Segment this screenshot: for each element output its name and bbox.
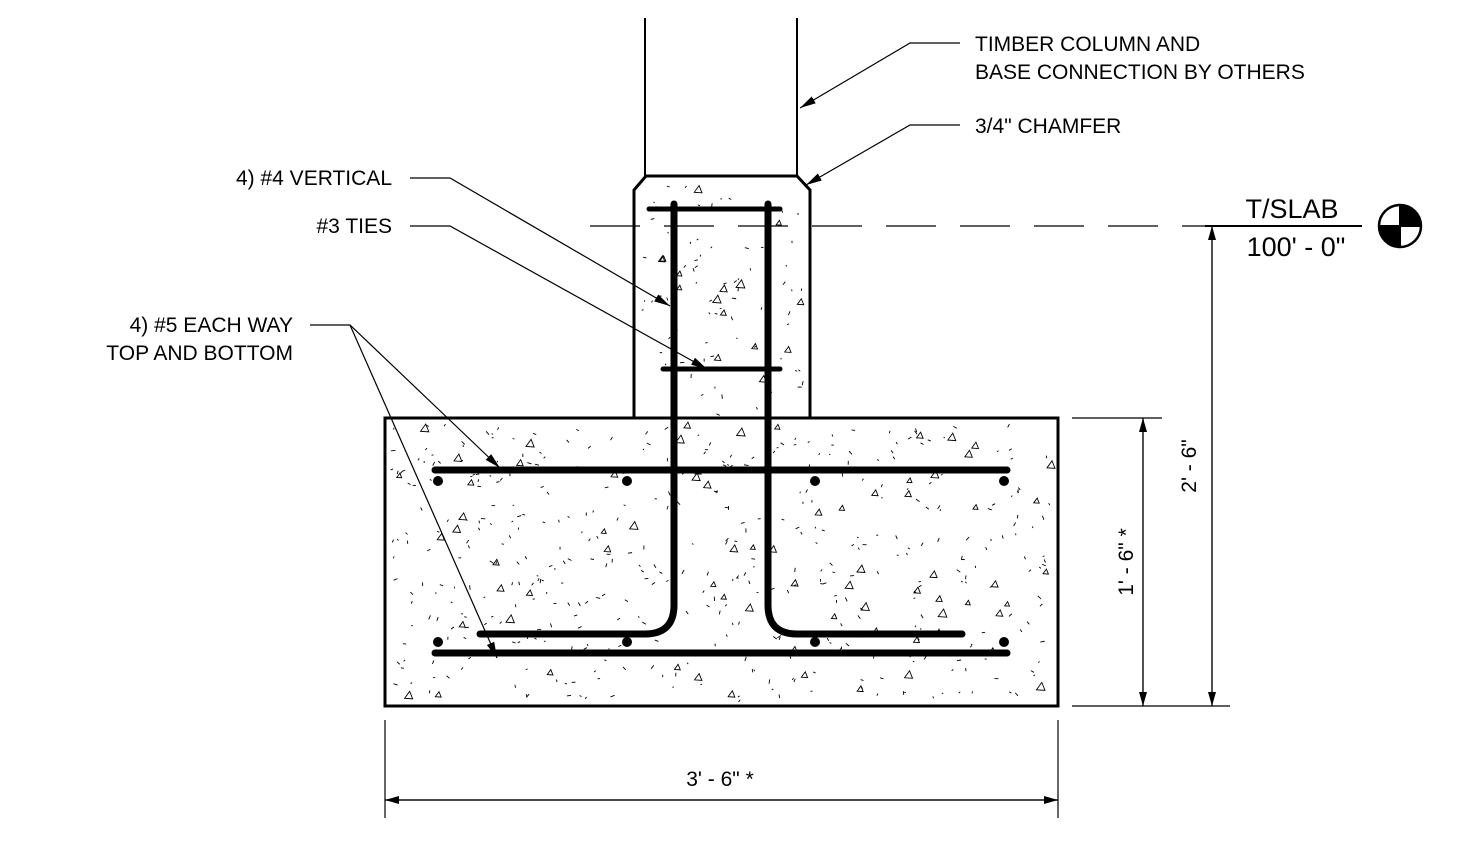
concrete-pedestal bbox=[632, 174, 812, 418]
dimension-footing-width bbox=[384, 720, 1059, 818]
note-timber-column: TIMBER COLUMN AND bbox=[975, 33, 1200, 56]
concrete-footing bbox=[383, 416, 1060, 708]
leader-each-way bbox=[310, 324, 501, 659]
note-chamfer: 3/4" CHAMFER bbox=[975, 115, 1121, 138]
dimension-footing-depth-label: 1' - 6" * bbox=[1115, 528, 1138, 596]
concrete-texture bbox=[390, 184, 1056, 703]
elevation-value: 100' - 0" bbox=[1247, 232, 1346, 262]
note-vertical-bars: 4) #4 VERTICAL bbox=[236, 167, 392, 190]
elevation-label: T/SLAB bbox=[1245, 194, 1338, 224]
leader-chamfer bbox=[805, 124, 960, 186]
elevation-marker-symbol bbox=[1377, 203, 1423, 249]
note-top-bottom: TOP AND BOTTOM bbox=[106, 342, 293, 365]
dimension-footing-depth bbox=[1072, 417, 1230, 707]
leader-timber-column bbox=[799, 42, 960, 109]
note-base-connection: BASE CONNECTION BY OTHERS bbox=[975, 61, 1305, 84]
rebar-section-dots bbox=[433, 476, 1009, 647]
timber-column bbox=[644, 18, 798, 177]
note-ties: #3 TIES bbox=[317, 215, 393, 238]
vertical-rebar-left bbox=[476, 200, 678, 638]
leader-ties bbox=[410, 225, 708, 370]
dimension-footing-width-label: 3' - 6" * bbox=[686, 768, 754, 791]
note-each-way: 4) #5 EACH WAY bbox=[130, 314, 293, 337]
vertical-rebar-right bbox=[764, 200, 966, 638]
leader-vertical bbox=[410, 177, 671, 307]
dimension-total-height-label: 2' - 6" bbox=[1178, 439, 1201, 492]
